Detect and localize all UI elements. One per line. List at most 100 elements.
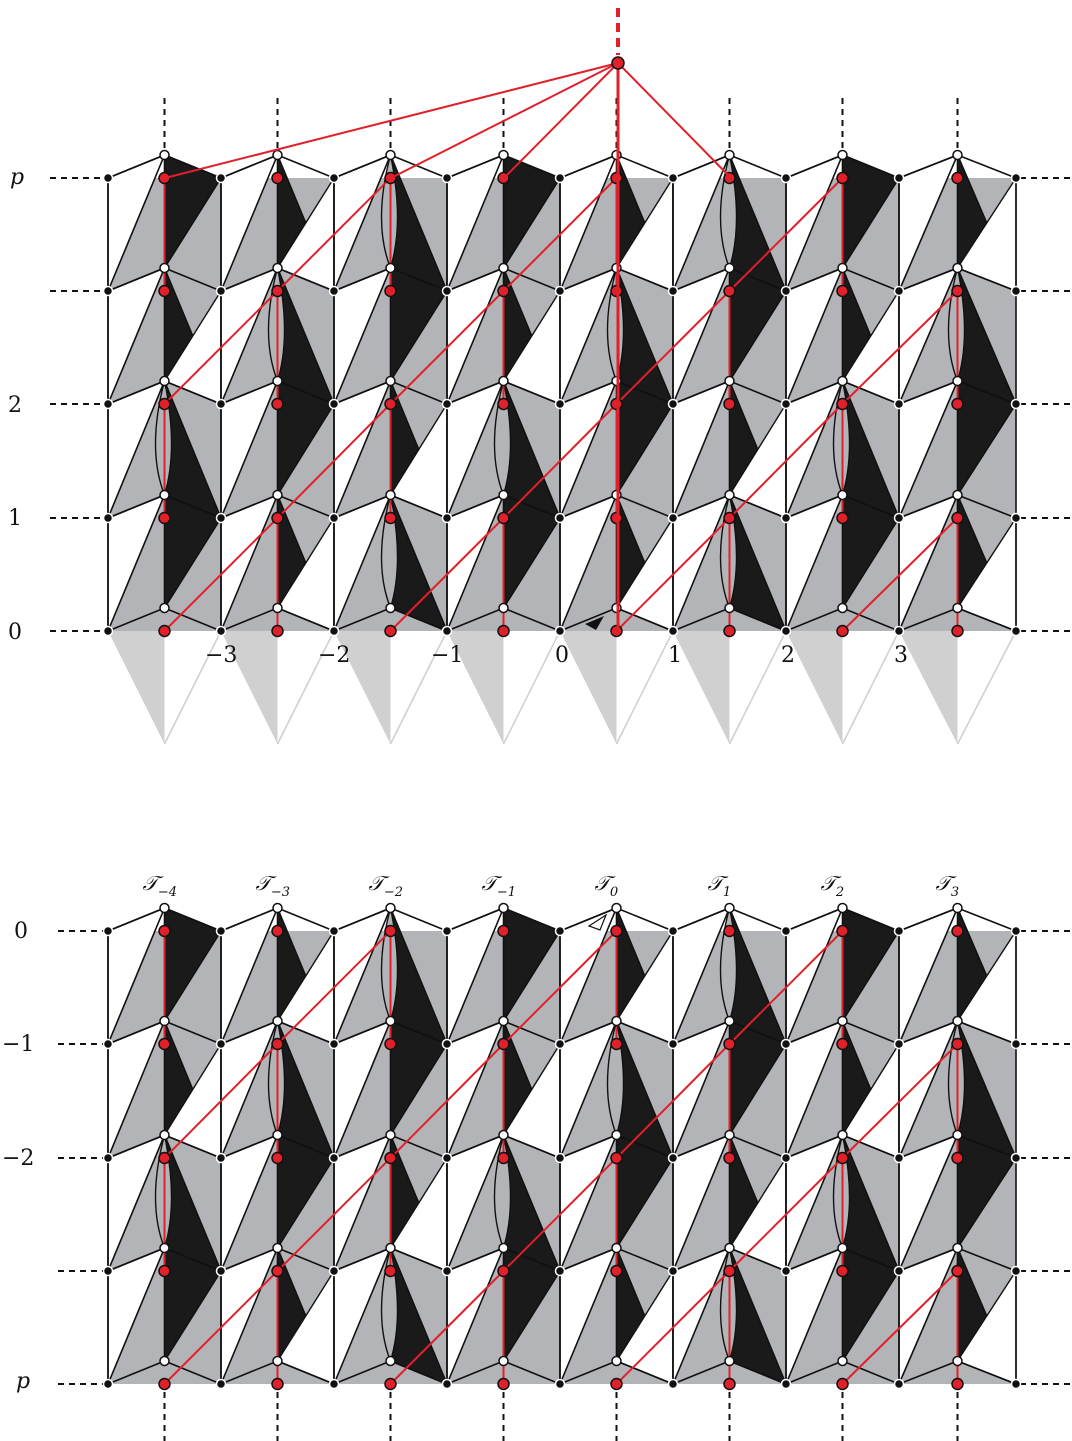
red-tree-node — [158, 1377, 171, 1391]
vertex-node — [102, 1265, 114, 1277]
root-edge — [390, 62, 619, 179]
red-tree-node — [836, 397, 849, 411]
vertex-node — [328, 925, 340, 937]
red-tree-node — [384, 397, 397, 411]
vertex-node — [159, 1129, 170, 1141]
row-label-0: 0 — [8, 620, 22, 645]
vertex-node — [724, 262, 735, 274]
vertex-node — [159, 489, 170, 501]
red-tree-node — [497, 397, 510, 411]
red-tree-node — [836, 1377, 849, 1391]
red-tree-node — [836, 1037, 849, 1051]
vertex-node — [1010, 625, 1022, 637]
vertex-node — [102, 1378, 114, 1390]
vertex-node — [385, 602, 396, 614]
vertex-node — [215, 512, 227, 524]
vertex-node — [441, 512, 453, 524]
vertex-node — [667, 285, 679, 297]
vertex-node — [780, 1038, 792, 1050]
red-tree-edge — [276, 177, 392, 292]
red-tree-edge — [389, 1270, 505, 1385]
vertex-node — [441, 172, 453, 184]
vertex-node — [667, 1152, 679, 1164]
vertex-node — [159, 1355, 170, 1367]
vertex-node — [159, 262, 170, 274]
vertex-node — [837, 602, 848, 614]
vertex-node — [215, 172, 227, 184]
column-label: 3 — [894, 643, 908, 668]
red-tree-node — [271, 924, 284, 938]
fringe-triangle — [786, 631, 843, 744]
vertex-node — [441, 925, 453, 937]
red-tree-node — [384, 924, 397, 938]
red-tree-node — [723, 624, 736, 638]
vertex-node — [667, 925, 679, 937]
red-tree-edge — [841, 1043, 959, 1159]
fringe-edge — [841, 630, 900, 745]
vertex-node — [498, 902, 509, 914]
red-tree-node — [723, 924, 736, 938]
vertex-node — [328, 1378, 340, 1390]
vertex-node — [837, 902, 848, 914]
red-tree-node — [497, 1264, 510, 1278]
vertex-node — [328, 1152, 340, 1164]
red-tree-node — [158, 1151, 171, 1165]
red-tree-edge — [163, 290, 279, 405]
vertex-node — [441, 1038, 453, 1050]
vertex-node — [611, 902, 622, 914]
red-tree-node — [951, 924, 964, 938]
red-tree-edge — [728, 403, 844, 519]
row-label-0: 0 — [14, 919, 28, 944]
vertex-node — [441, 398, 453, 410]
vertex-node — [952, 149, 963, 161]
vertex-node — [554, 398, 566, 410]
red-tree-node — [836, 171, 849, 185]
vertex-node — [385, 1242, 396, 1254]
vertex-node — [780, 285, 792, 297]
red-tree-node — [158, 511, 171, 525]
red-tree-node — [384, 624, 397, 638]
red-tree-node — [271, 624, 284, 638]
vertex-node — [272, 602, 283, 614]
vertex-node — [611, 1355, 622, 1367]
red-tree-edge — [502, 930, 618, 1045]
vertex-node — [441, 1152, 453, 1164]
vertex-node — [215, 1265, 227, 1277]
vertex-node — [498, 489, 509, 501]
vertex-node — [952, 602, 963, 614]
vertex-node — [1010, 285, 1022, 297]
vertex-node — [102, 172, 114, 184]
vertex-node — [893, 398, 905, 410]
vertex-node — [724, 489, 735, 501]
column-label-subscript: −1 — [497, 885, 516, 900]
row-label-p: p — [10, 165, 24, 190]
vertex-node — [385, 149, 396, 161]
vertex-node — [498, 602, 509, 614]
vertex-node — [498, 1129, 509, 1141]
red-tree-node — [951, 1264, 964, 1278]
column-label-subscript: 0 — [610, 885, 618, 900]
vertex-node — [893, 925, 905, 937]
vertex-node — [780, 398, 792, 410]
red-tree-node — [158, 171, 171, 185]
vertex-node — [893, 1265, 905, 1277]
vertex-node — [780, 625, 792, 637]
red-tree-node — [951, 1377, 964, 1391]
vertex-node — [952, 1129, 963, 1141]
red-tree-node — [951, 171, 964, 185]
vertex-node — [837, 149, 848, 161]
vertex-node — [102, 1038, 114, 1050]
top-row-labels: p 2 1 0 — [8, 165, 24, 645]
vertex-node — [328, 512, 340, 524]
column-label: 𝒯3 — [936, 871, 960, 900]
column-label-subscript: 1 — [723, 885, 731, 900]
vertex-node — [328, 398, 340, 410]
red-tree-node — [836, 1264, 849, 1278]
column-label: 𝒯0 — [595, 871, 619, 900]
vertex-node — [952, 489, 963, 501]
red-tree-node — [384, 1037, 397, 1051]
red-tree-node — [951, 1151, 964, 1165]
red-tree-node — [271, 1037, 284, 1051]
